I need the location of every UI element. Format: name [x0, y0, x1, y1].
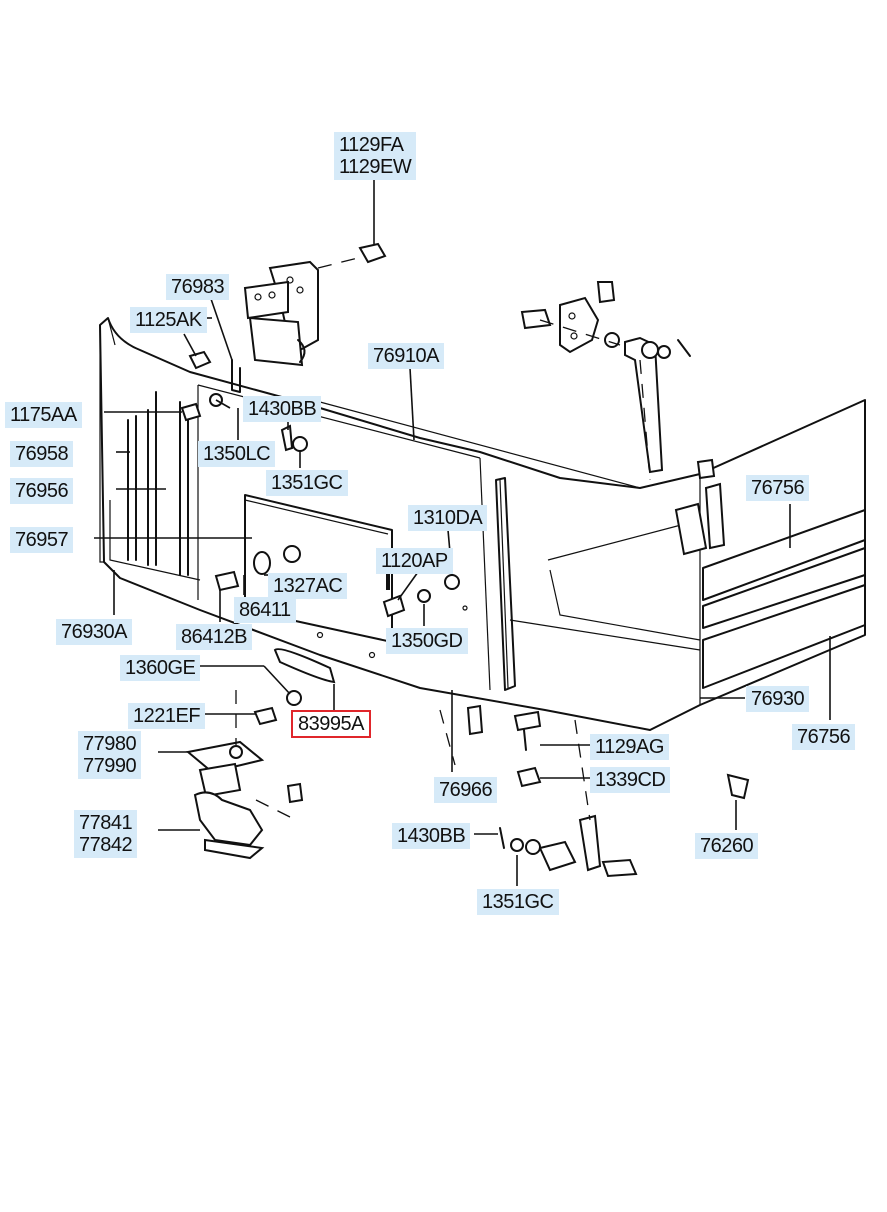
part-label-76930: 76930	[746, 686, 810, 712]
part-label-1175aa: 1175AA	[5, 402, 82, 428]
part-label-1327ac: 1327AC	[268, 573, 348, 599]
part-label-76983: 76983	[166, 274, 230, 300]
part-label-1125ak: 1125AK	[130, 307, 207, 333]
upper-hinge	[243, 242, 387, 367]
label-1129fa-1129ew: 1129FA 1129EW	[334, 132, 417, 180]
part-label-77841: 77841	[79, 812, 133, 834]
part-label-76956: 76956	[10, 478, 74, 504]
part-label-76958: 76958	[10, 441, 74, 467]
part-label-77842: 77842	[79, 834, 133, 856]
bottom-right-parts	[439, 704, 750, 878]
part-label-76910a: 76910A	[368, 343, 444, 369]
part-label-1351gc-top: 1351GC	[266, 470, 348, 496]
part-label-76260: 76260	[695, 833, 759, 859]
part-label-86411: 86411	[234, 597, 296, 623]
leader-lines	[94, 180, 831, 886]
part-label-77980: 77980	[83, 733, 137, 755]
part-label-76957: 76957	[10, 527, 74, 553]
label-77841-77842: 77841 77842	[74, 810, 138, 858]
part-label-76930a: 76930A	[56, 619, 132, 645]
part-label-1430bb-bottom: 1430BB	[392, 823, 471, 849]
part-label-1120ap: 1120AP	[376, 548, 453, 574]
part-label-1339cd: 1339CD	[590, 767, 671, 793]
part-label-1129ag: 1129AG	[590, 734, 669, 760]
part-label-1351gc-bottom: 1351GC	[477, 889, 559, 915]
part-label-1221ef: 1221EF	[128, 703, 206, 729]
part-label-1129fa: 1129FA	[339, 134, 404, 156]
part-label-76966: 76966	[434, 777, 498, 803]
handle-lock-group	[185, 648, 336, 860]
part-label-77990: 77990	[83, 755, 137, 777]
part-label-1350lc: 1350LC	[198, 441, 276, 467]
part-label-86412b: 86412B	[176, 624, 252, 650]
label-77980-77990: 77980 77990	[78, 731, 142, 779]
part-label-1129ew: 1129EW	[339, 156, 412, 178]
fasteners	[180, 350, 468, 659]
part-label-1310da: 1310DA	[408, 505, 488, 531]
part-label-83995a-highlighted: 83995A	[291, 710, 371, 738]
part-label-76756-top: 76756	[746, 475, 810, 501]
tailgate-panel	[99, 317, 866, 731]
part-label-1360ge: 1360GE	[120, 655, 201, 681]
part-label-76756-bottom: 76756	[792, 724, 856, 750]
stay-hinge	[520, 281, 726, 556]
part-label-1430bb-top: 1430BB	[243, 396, 322, 422]
part-label-1350gd: 1350GD	[386, 628, 468, 654]
